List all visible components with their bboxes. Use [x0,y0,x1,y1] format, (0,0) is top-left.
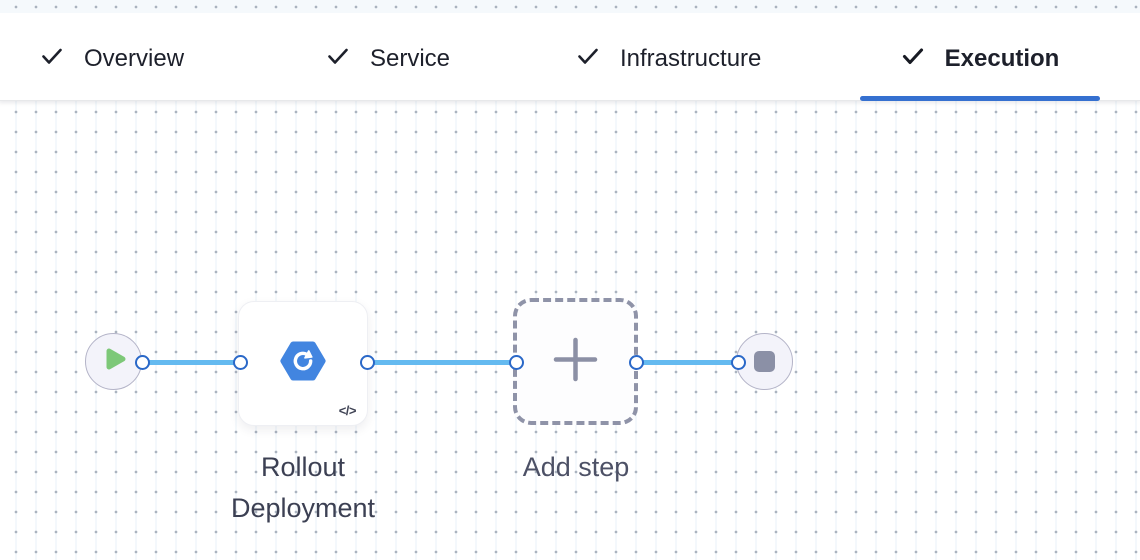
check-icon [901,44,925,75]
step-node-rollout-deployment[interactable]: </> [238,301,368,426]
stop-icon [754,351,775,372]
connector-port[interactable] [359,354,375,370]
connector-port[interactable] [628,354,644,370]
plus-icon [553,337,598,387]
tab-execution[interactable]: Execution [860,13,1100,100]
tab-label: Overview [84,45,185,72]
check-icon [40,44,64,75]
step-label-rollout-deployment: Rollout Deployment [230,452,376,523]
connector-port[interactable] [508,354,524,370]
connector-port[interactable] [232,354,248,370]
active-tab-underline [860,96,1100,101]
tab-infrastructure[interactable]: Infrastructure [576,13,761,100]
dotted-header-strip [0,0,1140,13]
code-icon[interactable]: </> [338,403,357,418]
connector-line [367,359,516,365]
check-icon [326,44,350,75]
stage-config-tab-bar: Overview Service Infrastructure Executio… [0,13,1140,101]
connector-line [142,359,240,365]
tab-overview[interactable]: Overview [40,13,184,100]
tab-label: Execution [944,45,1060,72]
check-icon [576,44,600,75]
tab-bar-shadow [0,100,1140,107]
pipeline-canvas[interactable]: </> Rollout Deployment Add step [0,100,1140,560]
tab-service[interactable]: Service [326,13,450,100]
connector-port[interactable] [134,354,150,370]
add-step-node[interactable] [513,298,638,425]
k8s-rollout-deployment-icon [280,341,326,386]
pipeline-end-node[interactable] [736,333,793,390]
play-icon [105,347,127,376]
connector-line [636,359,738,365]
connector-port[interactable] [730,354,746,370]
pipeline-start-node[interactable] [85,333,142,390]
add-step-label: Add step [522,452,630,482]
tab-label: Service [370,45,451,72]
tab-label: Infrastructure [620,45,762,72]
